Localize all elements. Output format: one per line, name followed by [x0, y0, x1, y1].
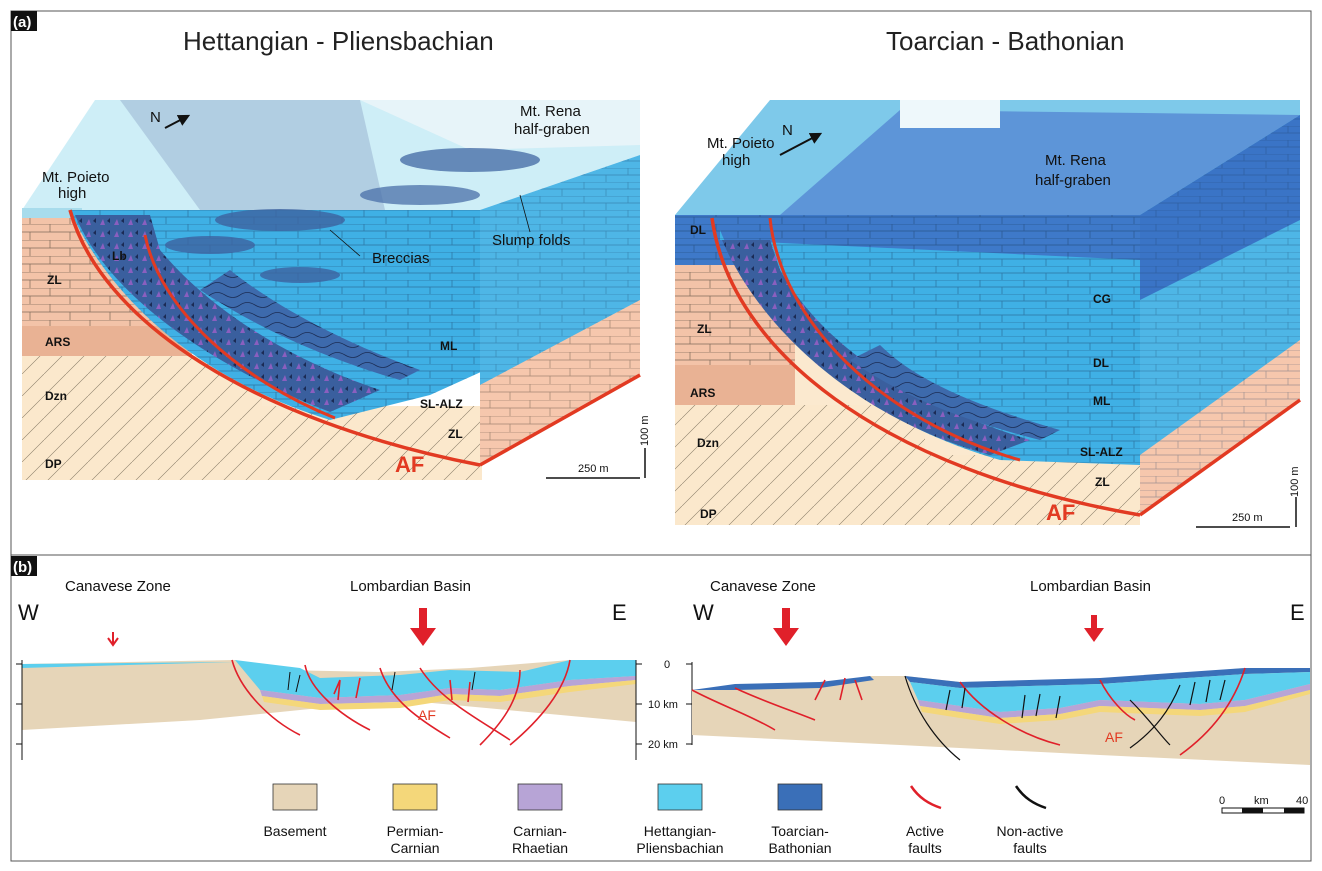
legend-label-non-active-faults-1: faults	[1013, 840, 1046, 856]
svg-text:250 m: 250 m	[1232, 512, 1263, 524]
svg-text:Dzn: Dzn	[45, 389, 67, 403]
legend-item-toarcian-bathonian: Toarcian-Bathonian	[768, 783, 832, 856]
svg-text:(a): (a)	[13, 14, 31, 31]
svg-text:W: W	[18, 600, 39, 625]
af-label-left: AF	[395, 452, 424, 477]
svg-text:ARS: ARS	[45, 335, 70, 349]
legend-label-toarcian-bathonian-0: Toarcian-	[771, 823, 829, 839]
svg-text:high: high	[722, 152, 750, 169]
svg-text:250 m: 250 m	[578, 463, 609, 475]
svg-text:40: 40	[1296, 795, 1308, 807]
cross-section-right: Canavese Zone Lombardian Basin W E 0 10 …	[648, 578, 1310, 765]
legend-item-carnian-rhaetian: Carnian-Rhaetian	[512, 783, 568, 856]
svg-text:Mt. Poieto: Mt. Poieto	[707, 135, 775, 152]
svg-text:Mt. Poieto: Mt. Poieto	[42, 169, 110, 186]
depth-tick-20: 20 km	[648, 739, 678, 751]
svg-text:high: high	[58, 185, 86, 202]
legend-swatch-hettangian-pliensbachian	[657, 783, 703, 811]
legend-line-active-faults	[909, 785, 942, 810]
svg-text:Lb: Lb	[112, 249, 127, 263]
legend-swatch-carnian-rhaetian	[517, 783, 563, 811]
legend-item-basement: Basement	[263, 783, 327, 839]
svg-text:SL-ALZ: SL-ALZ	[420, 397, 463, 411]
svg-text:AF: AF	[418, 707, 436, 723]
svg-text:ZL: ZL	[448, 427, 463, 441]
legend-label-toarcian-bathonian-1: Bathonian	[768, 840, 831, 856]
svg-text:100 m: 100 m	[1289, 466, 1301, 497]
legend-label-carnian-rhaetian-0: Carnian-	[513, 823, 567, 839]
depth-tick-0: 0	[664, 659, 670, 671]
svg-text:100 m: 100 m	[639, 415, 651, 446]
svg-text:Lombardian Basin: Lombardian Basin	[350, 578, 471, 595]
legend-label-basement-0: Basement	[263, 823, 326, 839]
block-diagram-left: Hettangian - Pliensbachian	[22, 26, 651, 480]
slump-folds-label: Slump folds	[492, 232, 570, 249]
svg-text:E: E	[612, 600, 627, 625]
panel-a-tag: (a)	[11, 11, 37, 31]
svg-text:Mt. Rena: Mt. Rena	[520, 103, 582, 120]
svg-text:ML: ML	[1093, 394, 1110, 408]
svg-text:W: W	[693, 600, 714, 625]
legend-label-permian-carnian-1: Carnian	[390, 840, 439, 856]
af-label-right: AF	[1046, 500, 1075, 525]
svg-text:SL-ALZ: SL-ALZ	[1080, 445, 1123, 459]
svg-text:CG: CG	[1093, 292, 1111, 306]
title-right: Toarcian - Bathonian	[886, 26, 1124, 56]
svg-text:ZL: ZL	[697, 322, 712, 336]
svg-text:ML: ML	[440, 339, 457, 353]
svg-text:0: 0	[1219, 795, 1225, 807]
figure-frame	[10, 10, 1312, 862]
svg-text:AF: AF	[1105, 729, 1123, 745]
north-label-left: N	[150, 109, 161, 126]
legend-swatch-toarcian-bathonian	[777, 783, 823, 811]
svg-text:DP: DP	[45, 457, 62, 471]
panel-b-tag: (b)	[11, 556, 37, 576]
legend-swatch-permian-carnian	[392, 783, 438, 811]
svg-text:DL: DL	[1093, 356, 1109, 370]
legend-swatch-basement	[272, 783, 318, 811]
km-scale-bar: 0 km 40	[1219, 795, 1308, 814]
north-label-right: N	[782, 122, 793, 139]
breccias-label: Breccias	[372, 250, 430, 267]
legend-label-non-active-faults-0: Non-active	[997, 823, 1064, 839]
svg-text:E: E	[1290, 600, 1305, 625]
svg-text:Lombardian Basin: Lombardian Basin	[1030, 578, 1151, 595]
block-diagram-right: Toarcian - Bathonian N Mt. Poie	[675, 26, 1302, 528]
legend-label-hettangian-pliensbachian-1: Pliensbachian	[636, 840, 723, 856]
legend-item-permian-carnian: Permian-Carnian	[387, 783, 444, 856]
legend-line-non-active-faults	[1014, 785, 1047, 810]
svg-text:Canavese Zone: Canavese Zone	[710, 578, 816, 595]
svg-text:DL: DL	[690, 223, 706, 237]
legend-item-hettangian-pliensbachian: Hettangian-Pliensbachian	[636, 783, 724, 856]
cross-section-left: Canavese Zone Lombardian Basin W E AF	[16, 578, 642, 760]
legend-label-active-faults-1: faults	[908, 840, 941, 856]
svg-text:half-graben: half-graben	[1035, 172, 1111, 189]
svg-text:km: km	[1254, 795, 1269, 807]
legend-label-permian-carnian-0: Permian-	[387, 823, 444, 839]
svg-text:ZL: ZL	[47, 273, 62, 287]
title-left: Hettangian - Pliensbachian	[183, 26, 494, 56]
svg-text:Dzn: Dzn	[697, 436, 719, 450]
svg-text:ZL: ZL	[1095, 475, 1110, 489]
legend-label-active-faults-0: Active	[906, 823, 944, 839]
depth-tick-10: 10 km	[648, 699, 678, 711]
legend-label-hettangian-pliensbachian-0: Hettangian-	[644, 823, 717, 839]
svg-text:(b): (b)	[13, 559, 32, 576]
svg-text:Canavese Zone: Canavese Zone	[65, 578, 171, 595]
svg-text:DP: DP	[700, 507, 717, 521]
legend-label-carnian-rhaetian-1: Rhaetian	[512, 840, 568, 856]
svg-text:ARS: ARS	[690, 386, 715, 400]
svg-text:Mt. Rena: Mt. Rena	[1045, 152, 1107, 169]
svg-text:half-graben: half-graben	[514, 121, 590, 138]
